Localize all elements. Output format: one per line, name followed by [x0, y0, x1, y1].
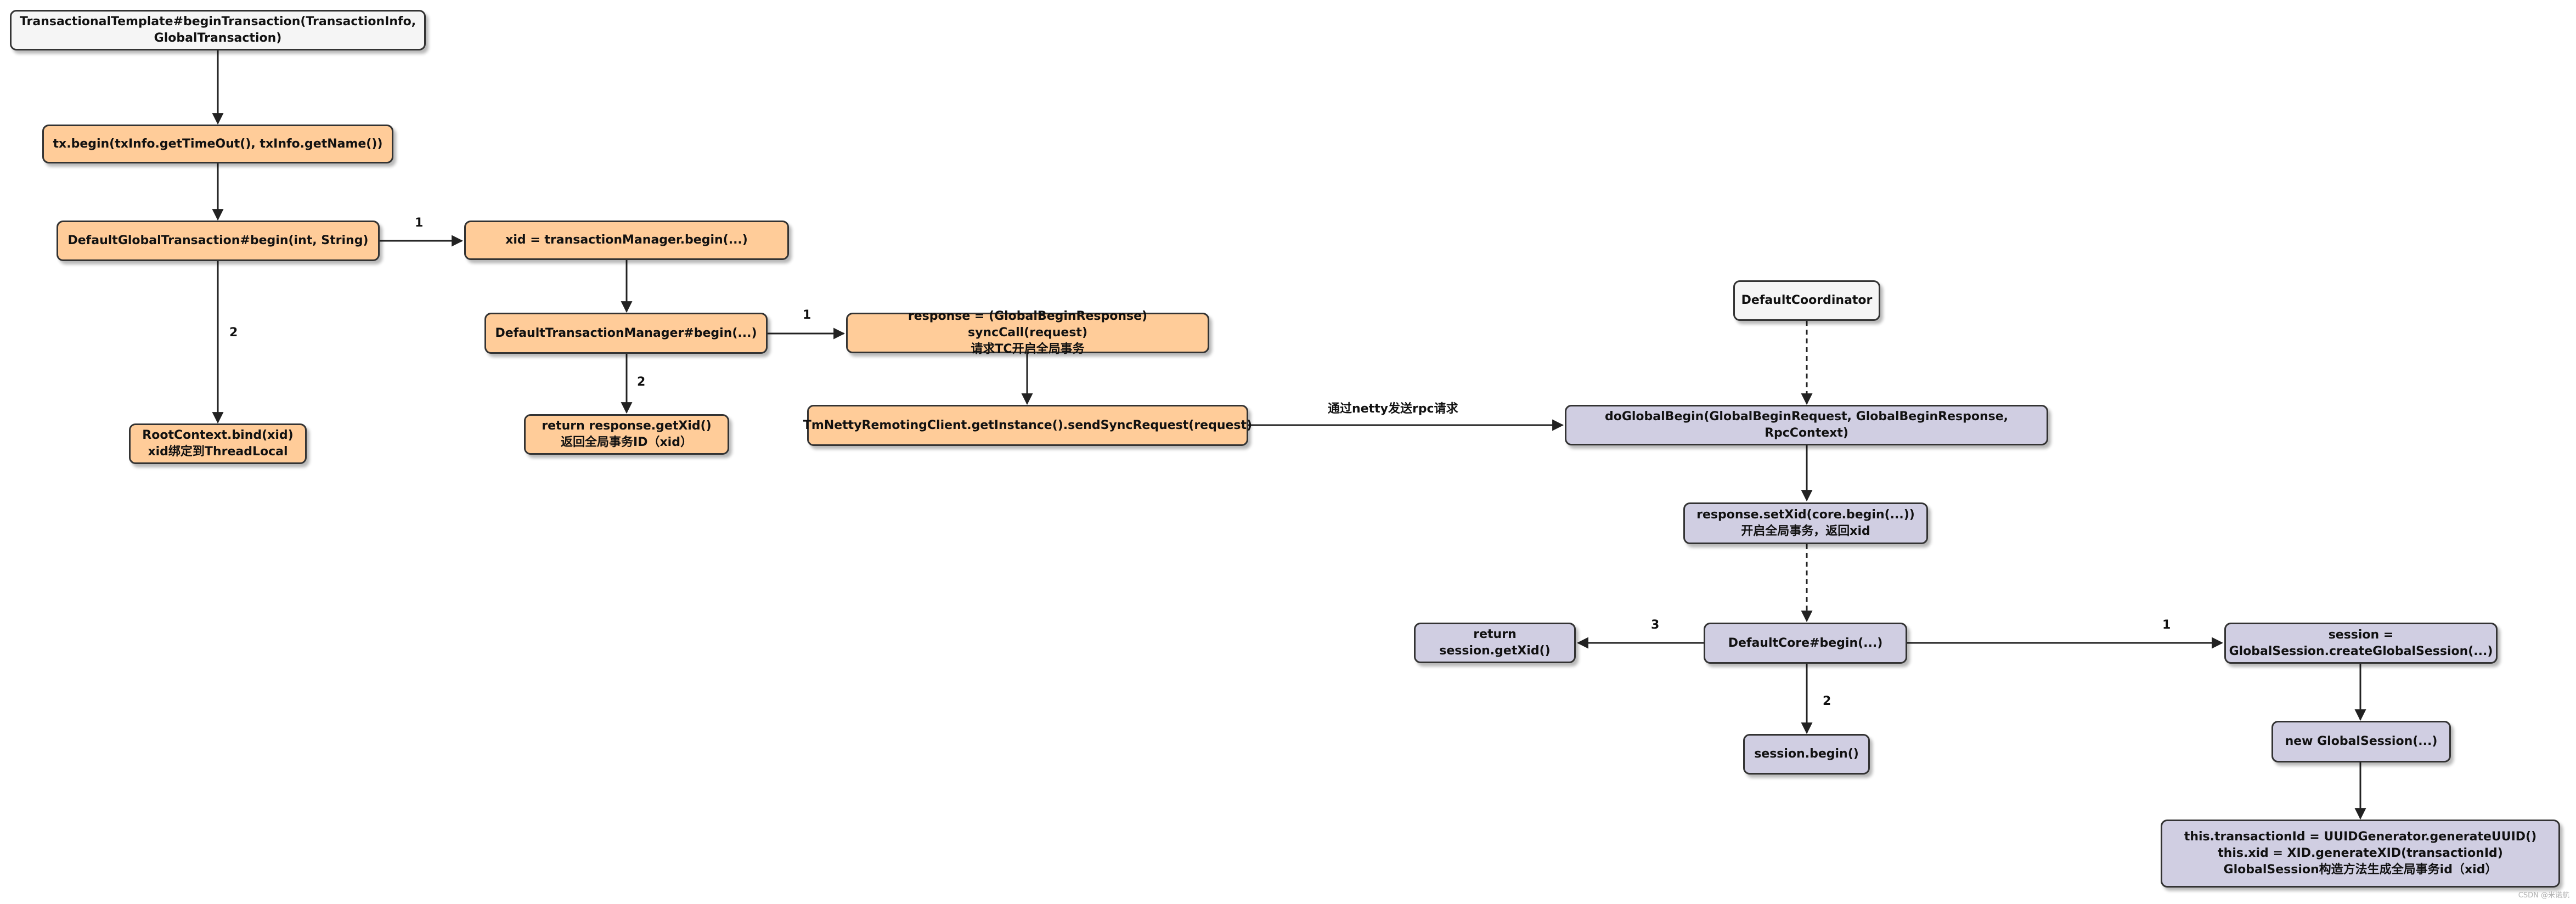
edge-label-core-to-return: 3 [1651, 618, 1660, 632]
edge-label-dtm-to-response: 1 [803, 308, 811, 322]
node-default-transaction-manager-begin: DefaultTransactionManager#begin(...) [484, 313, 768, 354]
edge-label-dtm-to-return: 2 [637, 375, 646, 389]
watermark: CSDN @米诺航 [2518, 891, 2569, 900]
edge-label-dgt-to-xid: 1 [415, 216, 424, 230]
node-do-global-begin: doGlobalBegin(GlobalBeginRequest, Global… [1565, 405, 2048, 445]
edge-label-core-to-session: 1 [2162, 618, 2171, 632]
node-default-core-begin: DefaultCore#begin(...) [1704, 623, 1907, 664]
edge-label-netty-to-dgb: 通过netty发送rpc请求 [1328, 402, 1458, 416]
node-default-coordinator: DefaultCoordinator [1733, 280, 1880, 321]
node-tm-netty-remoting-client: TmNettyRemotingClient.getInstance().send… [803, 405, 1252, 446]
edge-label-core-to-session-begin: 2 [1823, 694, 1831, 708]
node-transactional-template-begin: TransactionalTemplate#beginTransaction(T… [10, 10, 426, 50]
node-response-sync-call: response = (GlobalBeginResponse) syncCal… [846, 309, 1209, 356]
node-response-setxid: response.setXid(core.begin(...)) 开启全局事务，… [1683, 502, 1928, 544]
node-session-begin: session.begin() [1743, 734, 1870, 775]
node-new-global-session: new GlobalSession(...) [2271, 721, 2451, 762]
node-root-context-bind: RootContext.bind(xid) xid绑定到ThreadLocal [129, 423, 307, 464]
node-this-transaction-id: this.transactionId = UUIDGenerator.gener… [2161, 820, 2560, 888]
node-tx-begin: tx.begin(txInfo.getTimeOut(), txInfo.get… [42, 125, 393, 163]
node-return-response-getxid: return response.getXid() 返回全局事务ID（xid） [524, 414, 729, 455]
node-xid-transaction-manager-begin: xid = transactionManager.begin(...) [464, 221, 789, 260]
node-return-session-getxid: return session.getXid() [1414, 623, 1576, 663]
node-default-global-transaction-begin: DefaultGlobalTransaction#begin(int, Stri… [57, 221, 380, 261]
edge-label-dgt-to-root: 2 [229, 326, 238, 340]
node-session-create-global-session: session = GlobalSession.createGlobalSess… [2224, 623, 2498, 664]
